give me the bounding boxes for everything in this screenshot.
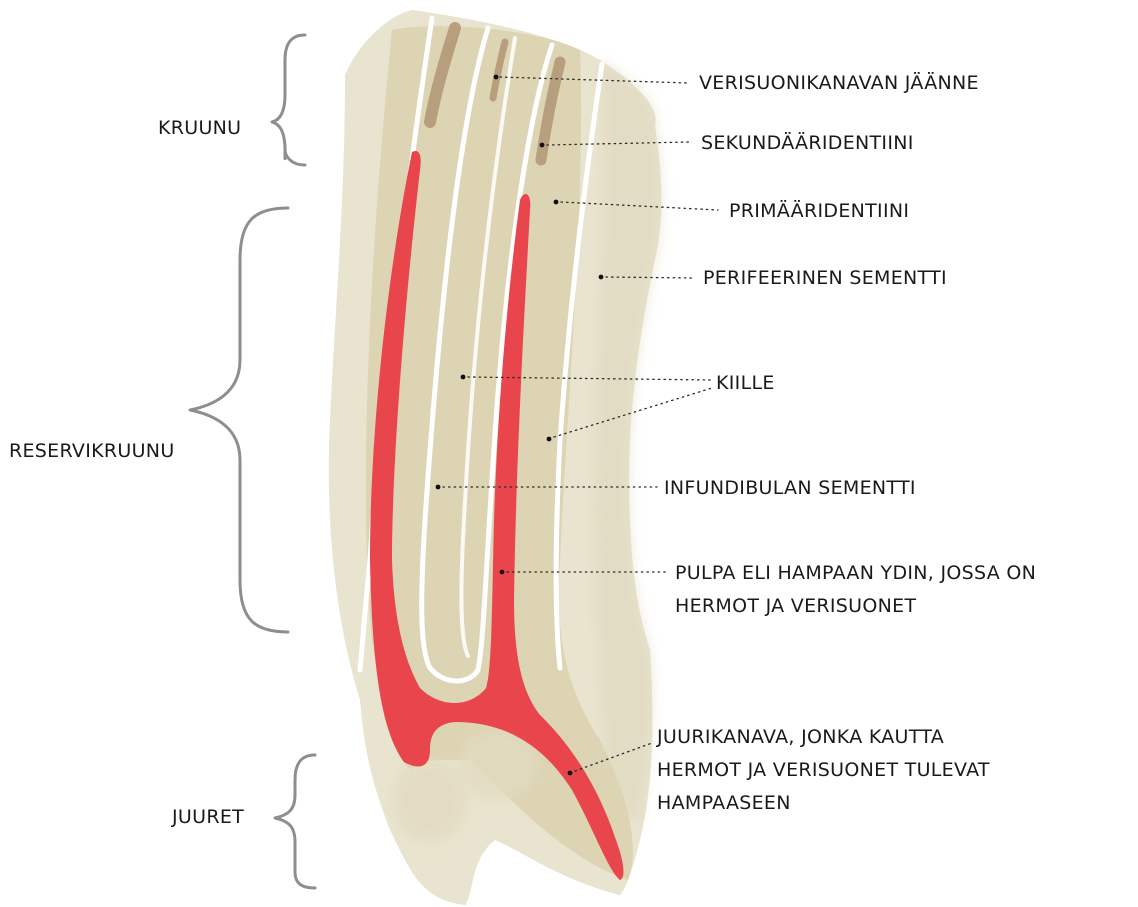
pulp-dot: [500, 570, 505, 575]
reserve-crown-brace: [190, 208, 288, 632]
root-canal-dot: [568, 771, 573, 776]
vascular-remnant-label: VERISUONIKANAVAN JÄÄNNE: [699, 71, 979, 94]
primary-dentin-label: PRIMÄÄRIDENTIINI: [729, 199, 909, 222]
crown-label: KRUUNU: [158, 117, 241, 139]
part-labels: VERISUONIKANAVAN JÄÄNNE SEKUNDÄÄRIDENTII…: [656, 71, 1036, 814]
infundibular-cementum-label: INFUNDIBULAN SEMENTTI: [664, 477, 916, 499]
secondary-dentin-dot: [540, 143, 545, 148]
root-canal-label-line-1: JUURIKANAVA, JONKA KAUTTA: [656, 726, 944, 748]
primary-dentin-dot: [554, 200, 559, 205]
vascular-remnant-dot: [494, 75, 499, 80]
pulp-label-line-1: PULPA ELI HAMPAAN YDIN, JOSSA ON: [675, 562, 1036, 584]
roots-label: JUURET: [171, 806, 244, 828]
root-canal-label-line-3: HAMPAASEEN: [657, 792, 791, 814]
roots-brace: [275, 755, 315, 888]
peripheral-cementum-dot: [599, 275, 604, 280]
root-canal-label-line-2: HERMOT JA VERISUONET TULEVAT: [657, 759, 990, 781]
root-lobe-left: [392, 758, 468, 842]
reserve-crown-label: RESERVIKRUUNU: [9, 440, 175, 462]
pulp-label-line-2: HERMOT JA VERISUONET: [675, 595, 916, 617]
peripheral-cementum-label: PERIFEERINEN SEMENTTI: [703, 267, 947, 289]
infundibular-cementum-dot: [436, 485, 441, 490]
secondary-dentin-label: SEKUNDÄÄRIDENTIINI: [701, 131, 914, 154]
enamel-dot-1: [461, 375, 466, 380]
enamel-dot-2: [547, 437, 552, 442]
crown-brace: [272, 35, 305, 165]
region-braces: [190, 35, 315, 888]
enamel-label: KIILLE: [716, 372, 775, 394]
